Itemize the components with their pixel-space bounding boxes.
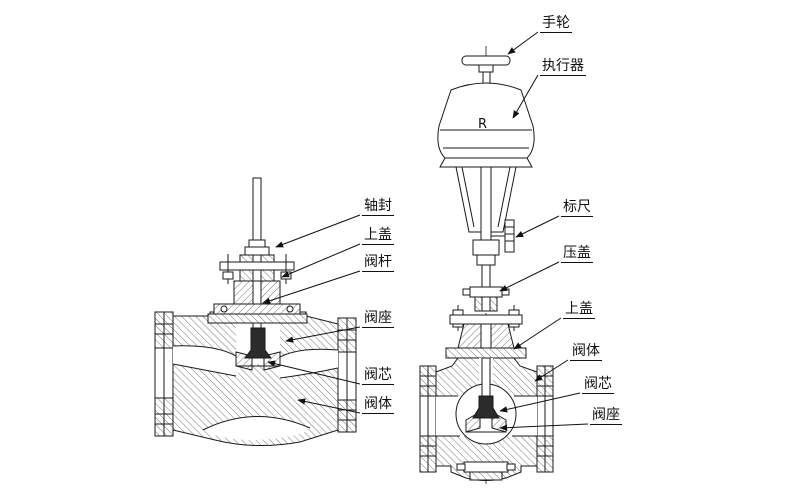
right-valve-plug: [472, 395, 500, 419]
label-right-scale: 标尺: [561, 199, 593, 217]
label-left-bonnet: 上盖: [362, 227, 394, 245]
label-right-bonnet: 上盖: [563, 301, 595, 319]
label-right-valve-body: 阀体: [570, 343, 602, 361]
label-left-valve-seat: 阀座: [362, 310, 394, 328]
label-left-valve-stem: 阀杆: [362, 254, 394, 272]
label-right-gland: 压盖: [561, 245, 593, 263]
label-right-valve-seat: 阀座: [590, 407, 622, 425]
label-right-actuator: 执行器: [540, 58, 586, 76]
label-right-handwheel: 手轮: [540, 15, 572, 33]
left-valve-drawing: [154, 177, 357, 447]
actuator-housing: [437, 82, 535, 159]
label-left-valve-body: 阀体: [362, 396, 394, 414]
left-valve-plug: [244, 327, 272, 359]
label-left-valve-plug: 阀芯: [362, 367, 394, 385]
right-valve-drawing: R: [419, 46, 554, 486]
label-left-shaft-seal: 轴封: [362, 198, 394, 216]
leader-lines: [262, 31, 589, 431]
handwheel: [461, 55, 511, 66]
packing-gland: [469, 286, 503, 298]
travel-scale: [504, 219, 515, 253]
actuator-marking: R: [478, 117, 487, 132]
label-right-valve-plug: 阀芯: [582, 376, 614, 394]
